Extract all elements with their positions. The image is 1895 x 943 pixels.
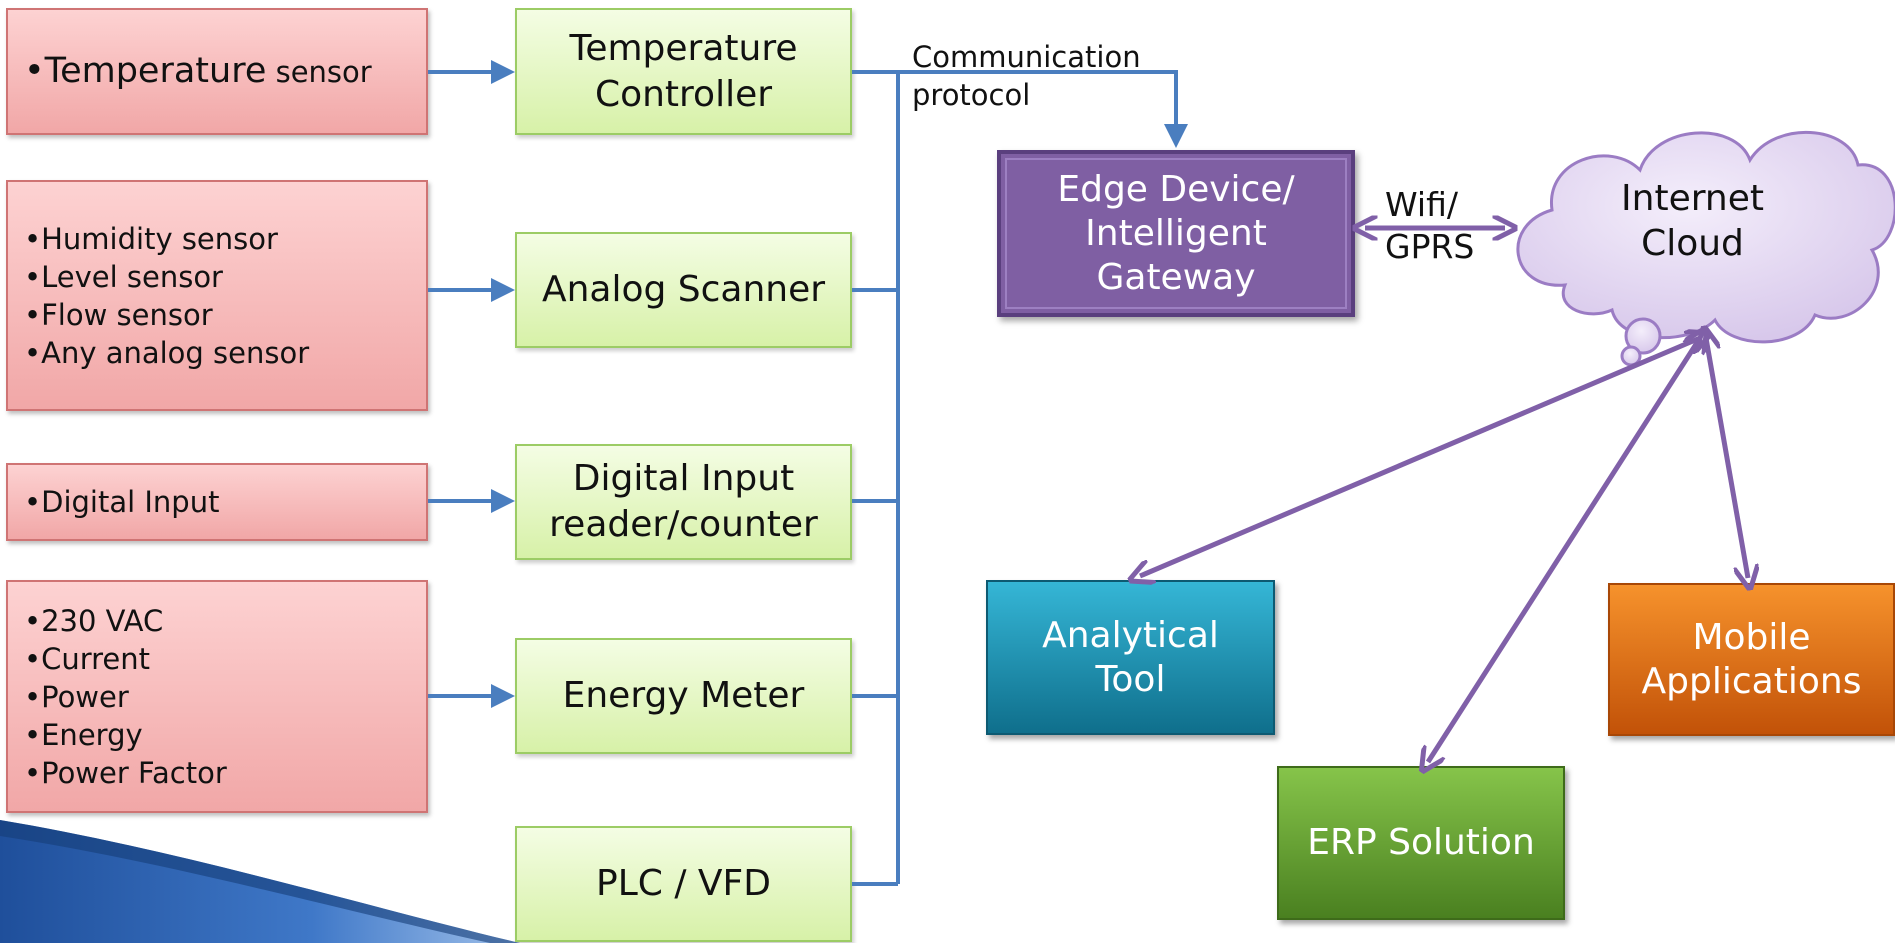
temperature-sensor-main: Temperature (44, 51, 267, 91)
edge-gateway-box: Edge Device/ Intelligent Gateway (997, 150, 1355, 317)
analytical-line2: Tool (1095, 658, 1166, 700)
digital-input-box: Digital Input (6, 463, 428, 541)
protocol-label: Communication protocol (912, 38, 1141, 114)
analog-sensor-item: Any analog sensor (24, 334, 426, 372)
protocol-line1: Communication (912, 40, 1141, 74)
energy-meter-label: Energy Meter (562, 675, 805, 716)
digital-reader-box: Digital Input reader/counter (515, 444, 852, 560)
plc-vfd-box: PLC / VFD (515, 826, 852, 942)
analytical-line1: Analytical (1042, 614, 1219, 656)
analog-sensors-box: Humidity sensor Level sensor Flow sensor… (6, 180, 428, 411)
cloud-label: Internet Cloud (1600, 176, 1785, 266)
energy-signals-box: 230 VAC Current Power Energy Power Facto… (6, 580, 428, 813)
arrow-cloud-erp (1428, 338, 1700, 762)
erp-solution-box: ERP Solution (1277, 766, 1565, 920)
digital-reader-line1: Digital Input (572, 458, 795, 499)
energy-signal-item: Energy (24, 716, 426, 754)
energy-signal-item: Power (24, 678, 426, 716)
gateway-line1: Edge Device/ (1057, 168, 1295, 210)
energy-signal-item: 230 VAC (24, 602, 426, 640)
cloud-line2: Cloud (1641, 223, 1744, 264)
analog-scanner-box: Analog Scanner (515, 232, 852, 348)
erp-label: ERP Solution (1307, 822, 1535, 863)
arrow-cloud-mobile (1706, 338, 1748, 578)
digital-input-item: Digital Input (24, 483, 426, 521)
energy-signal-item: Power Factor (24, 754, 426, 792)
energy-signal-item: Current (24, 640, 426, 678)
wifi-line1: Wifi/ (1385, 185, 1458, 224)
energy-meter-box: Energy Meter (515, 638, 852, 754)
wifi-gprs-label: Wifi/ GPRS (1385, 184, 1474, 268)
temperature-controller-line2: Controller (594, 73, 773, 115)
analog-sensor-item: Level sensor (24, 258, 426, 296)
temperature-sensor-box: •Temperature sensor (6, 8, 428, 135)
temperature-controller-line1: Temperature (569, 27, 798, 69)
plc-vfd-label: PLC / VFD (596, 863, 771, 904)
temperature-sensor-suffix: sensor (266, 55, 372, 89)
temperature-controller-box: Temperature Controller (515, 8, 852, 135)
cloud-line1: Internet (1621, 178, 1764, 219)
digital-reader-line2: reader/counter (549, 504, 818, 545)
bus-to-gateway (898, 70, 1188, 148)
arrow-cloud-analytical (1140, 338, 1700, 576)
gateway-line3: Gateway (1096, 256, 1256, 298)
analog-sensor-item: Humidity sensor (24, 220, 426, 258)
protocol-line2: protocol (912, 78, 1031, 112)
mobile-line1: Mobile (1692, 616, 1811, 658)
analog-sensor-item: Flow sensor (24, 296, 426, 334)
analog-scanner-label: Analog Scanner (541, 269, 826, 310)
gateway-line2: Intelligent (1085, 212, 1267, 254)
wifi-line2: GPRS (1385, 227, 1475, 266)
analytical-tool-box: Analytical Tool (986, 580, 1275, 735)
